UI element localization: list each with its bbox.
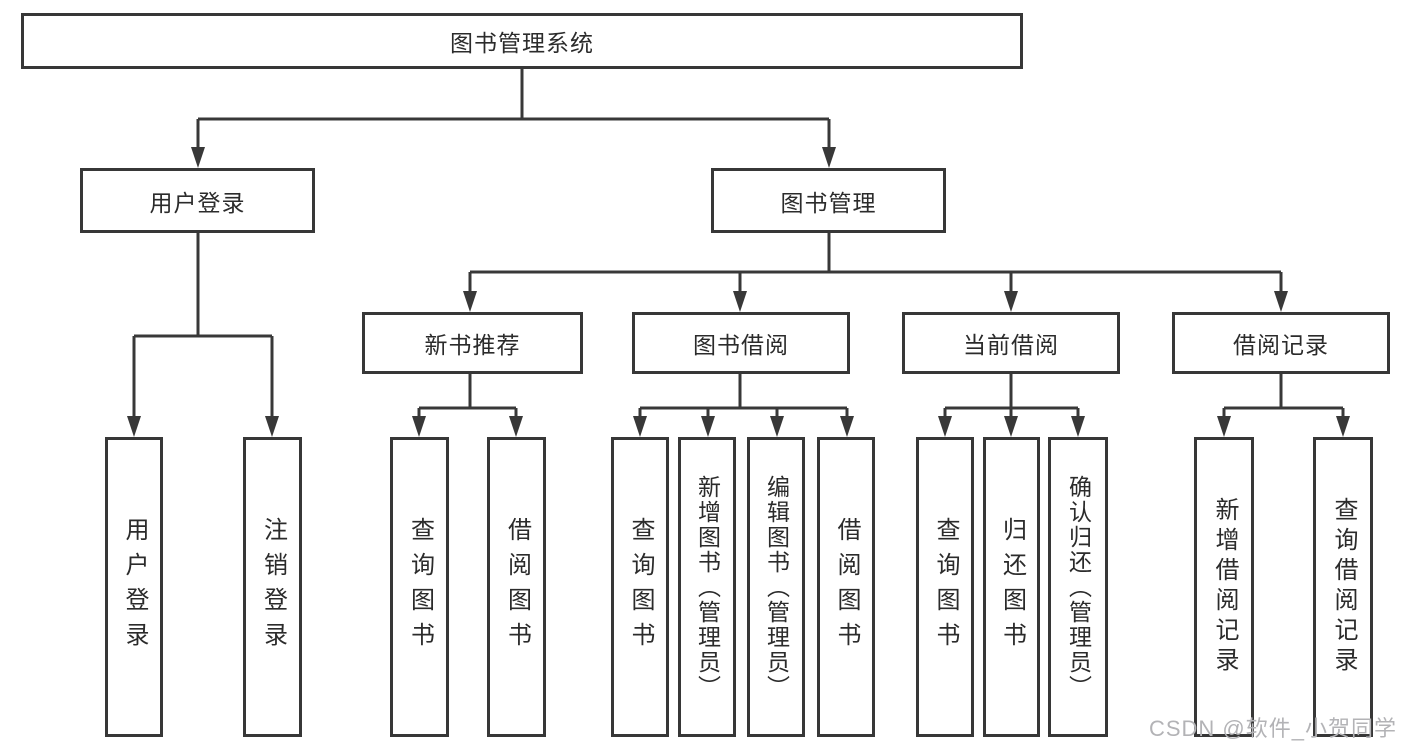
arrow-icon — [509, 416, 523, 437]
node-new-book-recommend-label: 新书推荐 — [424, 332, 521, 358]
arrowheads — [127, 147, 1350, 437]
node-cb-confirm-return-admin: 确认归还（管理员） — [1048, 437, 1108, 737]
arrow-icon — [701, 416, 715, 437]
connector-book-borrow-branch — [638, 374, 849, 419]
arrow-icon — [633, 416, 647, 437]
arrow-icon — [840, 416, 854, 437]
node-bb-borrow-books: 借阅图书 — [817, 437, 875, 737]
node-borrow-records-label: 借阅记录 — [1233, 332, 1329, 358]
watermark: CSDN @软件_小贺同学 — [1148, 716, 1397, 741]
node-bb-query-books-label: 查询图书 — [627, 517, 654, 657]
node-book-management-module: 图书管理 — [711, 168, 946, 233]
node-book-management-module-label: 图书管理 — [780, 189, 877, 216]
connector-new-book-branch — [417, 374, 518, 419]
arrow-icon — [1274, 291, 1288, 312]
arrow-icon — [770, 416, 784, 437]
node-cb-query-books-label: 查询图书 — [932, 517, 959, 657]
node-borrow-records: 借阅记录 — [1172, 312, 1390, 374]
node-current-borrow: 当前借阅 — [902, 312, 1120, 374]
node-library-management-system-label: 图书管理系统 — [450, 30, 594, 56]
arrow-icon — [1004, 416, 1018, 437]
arrow-icon — [1071, 416, 1085, 437]
arrow-icon — [733, 291, 747, 312]
node-cb-return-books-label: 归还图书 — [998, 517, 1026, 657]
node-new-book-recommend: 新书推荐 — [362, 312, 583, 374]
arrow-icon — [822, 147, 836, 168]
node-cb-query-books: 查询图书 — [916, 437, 974, 737]
node-logout-label: 注销登录 — [259, 517, 287, 657]
arrow-icon — [127, 416, 141, 437]
connector-root-to-level2 — [196, 69, 831, 150]
node-bb-edit-books-admin: 编辑图书（管理员） — [747, 437, 805, 737]
node-book-borrow: 图书借阅 — [632, 312, 850, 374]
node-rec-borrow-books: 借阅图书 — [487, 437, 546, 737]
node-rec-query-books-label: 查询图书 — [406, 517, 434, 657]
node-user-login-label: 用户登录 — [121, 517, 148, 657]
connector-current-borrow-branch — [943, 374, 1080, 419]
arrow-icon — [938, 416, 952, 437]
arrow-icon — [1217, 416, 1231, 437]
node-user-login-module: 用户登录 — [80, 168, 315, 233]
node-bb-add-books-admin-label: 新增图书（管理员） — [694, 474, 721, 700]
connector-user-login-branch — [132, 233, 274, 419]
node-br-query-record: 查询借阅记录 — [1313, 437, 1373, 737]
arrow-icon — [1336, 416, 1350, 437]
node-user-login-module-label: 用户登录 — [149, 189, 246, 216]
arrow-icon — [1004, 291, 1018, 312]
node-user-login: 用户登录 — [105, 437, 163, 737]
arrow-icon — [463, 291, 477, 312]
node-library-management-system: 图书管理系统 — [21, 13, 1023, 69]
node-cb-confirm-return-admin-label: 确认归还（管理员） — [1065, 474, 1092, 700]
node-cb-return-books: 归还图书 — [983, 437, 1040, 737]
node-logout: 注销登录 — [243, 437, 302, 737]
connector-borrow-records-branch — [1222, 374, 1345, 419]
connector-paths — [132, 69, 1345, 419]
node-current-borrow-label: 当前借阅 — [963, 332, 1059, 358]
node-br-add-record-label: 新增借阅记录 — [1211, 497, 1238, 677]
arrow-icon — [191, 147, 205, 168]
node-br-add-record: 新增借阅记录 — [1194, 437, 1254, 737]
node-book-borrow-label: 图书借阅 — [693, 332, 789, 358]
arrow-icon — [412, 416, 426, 437]
node-bb-edit-books-admin-label: 编辑图书（管理员） — [763, 474, 790, 700]
node-bb-add-books-admin: 新增图书（管理员） — [678, 437, 736, 737]
node-rec-borrow-books-label: 借阅图书 — [503, 517, 531, 657]
arrow-icon — [265, 416, 279, 437]
connector-book-mgmt-branch — [468, 233, 1283, 294]
node-bb-borrow-books-label: 借阅图书 — [833, 517, 860, 657]
node-br-query-record-label: 查询借阅记录 — [1330, 497, 1357, 677]
node-bb-query-books: 查询图书 — [611, 437, 669, 737]
node-rec-query-books: 查询图书 — [390, 437, 449, 737]
